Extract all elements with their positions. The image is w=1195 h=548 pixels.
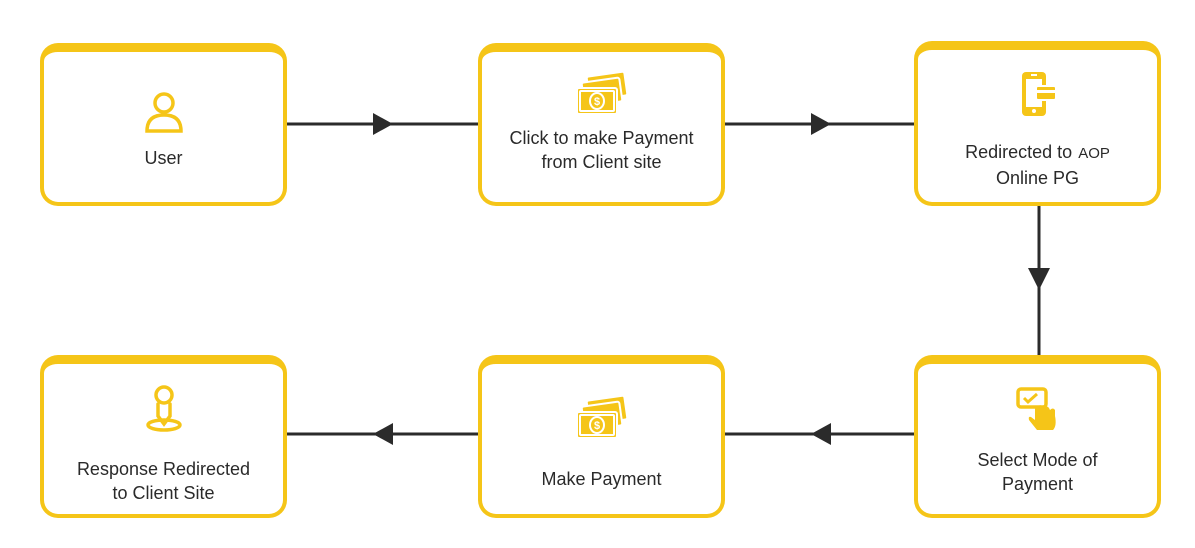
- node-label: Select Mode of Payment: [928, 448, 1147, 496]
- node-label: Response Redirected to Client Site: [54, 457, 273, 505]
- money-icon: $: [575, 72, 628, 115]
- arrow-left-icon: [373, 423, 393, 445]
- node-label: Make Payment: [492, 467, 711, 491]
- user-icon: [144, 92, 183, 133]
- svg-text:$: $: [593, 96, 599, 108]
- node-make-payment: $ Make Payment: [478, 355, 725, 518]
- node-label-line1: User: [144, 148, 183, 168]
- node-label-line1: Click to make Payment: [509, 128, 694, 148]
- arrow-right-icon: [811, 113, 831, 135]
- node-response-redirected: Response Redirected to Client Site: [40, 355, 287, 518]
- money-icon: $: [575, 396, 628, 439]
- node-select-mode: Select Mode of Payment: [914, 355, 1161, 518]
- node-user: User: [40, 43, 287, 206]
- node-label-line1: Redirected to AOP: [928, 140, 1147, 166]
- node-label: User: [54, 146, 273, 170]
- node-label: Redirected to AOP Online PG: [928, 140, 1147, 190]
- node-label-line1: Response Redirected: [76, 459, 251, 479]
- arrow-down-icon: [1028, 268, 1050, 290]
- user-location-icon: [145, 385, 182, 432]
- node-label-line1-text: Redirected to: [965, 142, 1073, 162]
- node-label-line1: Select Mode of: [977, 450, 1098, 470]
- arrow-left-icon: [811, 423, 831, 445]
- touch-select-icon: [1015, 387, 1056, 430]
- node-label-line2: Online PG: [995, 168, 1080, 188]
- mobile-payment-icon: [1021, 72, 1057, 116]
- arrow-right-icon: [373, 113, 393, 135]
- node-label-line1: Make Payment: [541, 469, 662, 489]
- node-label: Click to make Payment from Client site: [492, 126, 711, 174]
- node-label-line2: to Client Site: [112, 483, 215, 503]
- node-label-line1-suffix: AOP: [1078, 145, 1110, 162]
- svg-text:$: $: [593, 420, 599, 432]
- node-label-line2: Payment: [1001, 474, 1074, 494]
- node-click-to-pay: $ Click to make Payment from Client site: [478, 43, 725, 206]
- node-label-line2: from Client site: [541, 152, 662, 172]
- node-redirected-to-pg: Redirected to AOP Online PG: [914, 41, 1161, 206]
